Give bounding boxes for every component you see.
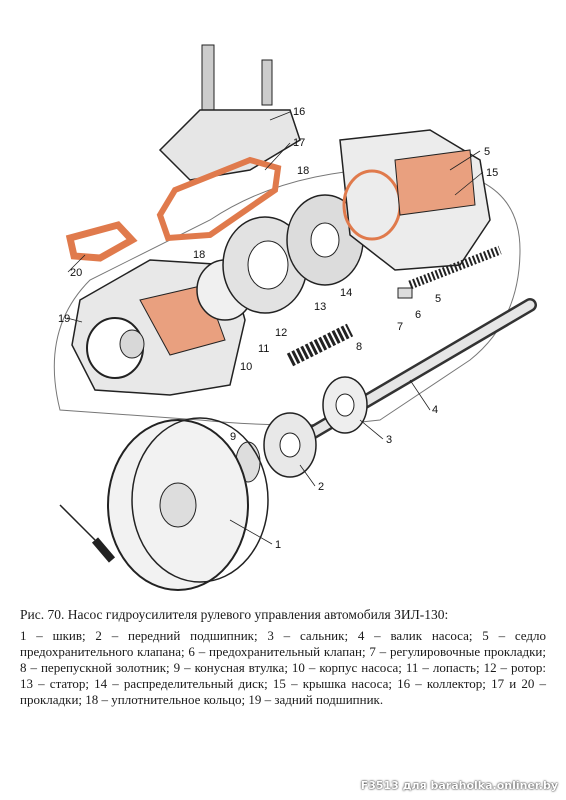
callout-18b: 18 [193,249,205,261]
pump-cover [339,129,491,271]
leader-lines [66,111,484,545]
caption-legend: 1 – шкив; 2 – передний подшипник; 3 – са… [20,628,546,707]
callout-9: 9 [230,431,236,443]
collector [158,44,301,181]
gasket-17 [156,156,282,242]
callout-5b: 5 [435,293,441,305]
watermark: F3513 для baraholka.onliner.by [360,779,558,792]
pump-exploded-view: 1 2 3 4 5 6 7 8 9 10 11 12 13 14 15 16 1… [53,44,537,591]
callout-20: 20 [70,267,82,279]
figure-caption: Рис. 70. Насос гидроусилителя рулевого у… [20,606,546,708]
callout-10: 10 [240,361,252,373]
callout-16: 16 [293,106,305,118]
caption-title: Рис. 70. Насос гидроусилителя рулевого у… [20,607,449,622]
rotor-stator [196,216,308,321]
callout-3: 3 [386,434,392,446]
callout-14: 14 [340,287,352,299]
callout-12: 12 [275,327,287,339]
bearings [235,376,368,483]
pump-body [71,259,246,396]
relief-valve-parts [286,245,502,367]
callout-18a: 18 [297,165,309,177]
callout-19: 19 [58,313,70,325]
pulley [59,417,269,591]
callout-4: 4 [432,404,438,416]
callout-15: 15 [486,167,498,179]
callout-1: 1 [275,539,281,551]
callout-17: 17 [293,137,305,149]
callout-7: 7 [397,321,403,333]
callout-13: 13 [314,301,326,313]
callout-2: 2 [318,481,324,493]
callout-11: 11 [258,343,269,355]
callout-5a: 5 [484,146,490,158]
callout-8: 8 [356,341,362,353]
callout-labels: 1 2 3 4 5 6 7 8 9 10 11 12 13 14 15 16 1… [58,106,498,551]
gasket-20 [65,221,138,262]
callout-6: 6 [415,309,421,321]
